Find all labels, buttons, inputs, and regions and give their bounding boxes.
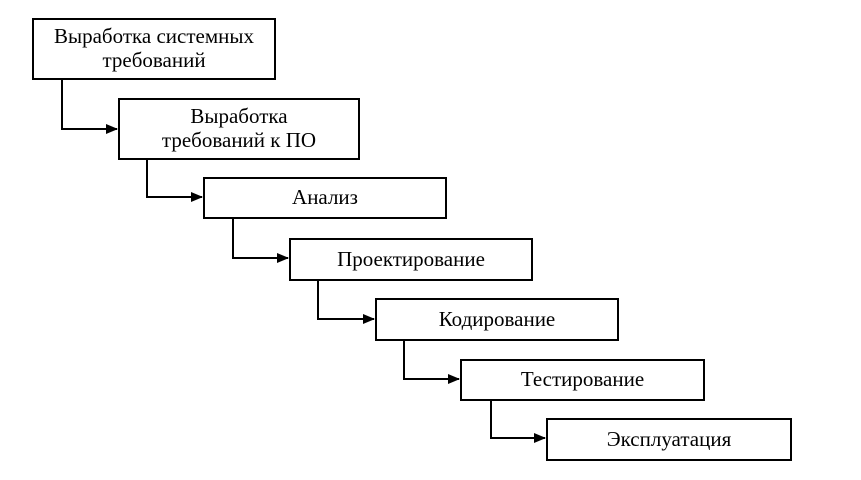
arrow-6-to-7	[490, 400, 546, 443]
stage-label: Кодирование	[438, 306, 556, 331]
stage-software-requirements: Выработка требований к ПО	[118, 98, 360, 160]
stage-label: Тестирование	[520, 367, 645, 392]
stage-coding: Кодирование	[375, 298, 619, 341]
stage-system-requirements: Выработка системных требований	[32, 18, 276, 80]
arrow-3-to-4	[232, 218, 289, 263]
stage-design: Проектирование	[289, 238, 533, 281]
stage-label: Проектирование	[337, 246, 485, 271]
stage-analysis: Анализ	[203, 177, 447, 219]
arrow-1-to-2	[61, 79, 118, 134]
stage-label: Выработка системных требований	[54, 24, 254, 72]
stage-testing: Тестирование	[460, 359, 705, 401]
arrow-4-to-5	[317, 281, 375, 324]
arrow-5-to-6	[403, 340, 460, 384]
stage-operation: Эксплуатация	[546, 418, 792, 461]
stage-label: Эксплуатация	[606, 426, 732, 451]
stage-label: Выработка требований к ПО	[161, 104, 317, 152]
arrow-2-to-3	[146, 160, 203, 202]
stage-label: Анализ	[292, 185, 358, 210]
